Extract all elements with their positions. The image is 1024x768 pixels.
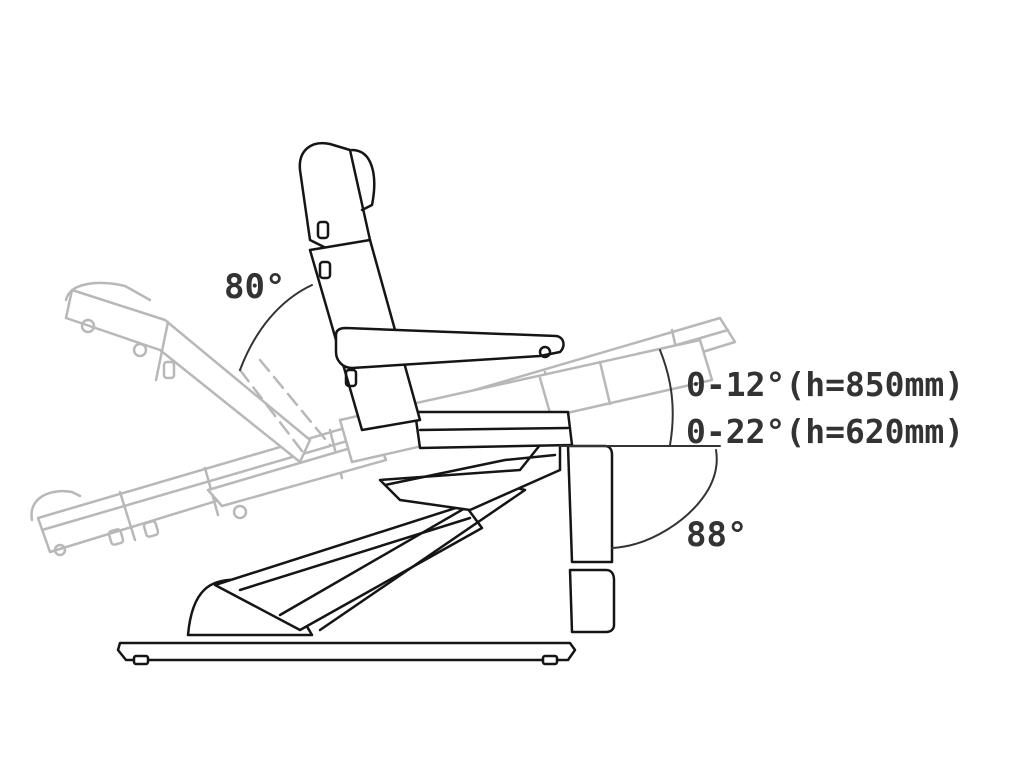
leg-support-upper	[566, 444, 614, 564]
reclined-ghost-positions	[30, 281, 737, 557]
base-plate	[116, 641, 577, 662]
seat-carriage	[378, 443, 562, 512]
leg-angle-label: 88°	[686, 515, 747, 555]
headrest-cushion	[350, 148, 376, 212]
backrest-angle-arc	[239, 284, 313, 371]
leg-angle-arc	[611, 449, 718, 549]
backrest-angle-label: 80°	[224, 267, 285, 307]
tilted-backrest-position	[64, 281, 332, 464]
armrest	[334, 326, 565, 370]
tilt-high-label: 0-12°(h=850mm)	[686, 365, 964, 404]
tilt-low-label: 0-22°(h=620mm)	[686, 412, 964, 451]
tilt-angle-arc	[659, 349, 674, 446]
angle-guides	[239, 284, 721, 549]
base-foot-right	[541, 654, 559, 666]
base-foot-left	[132, 654, 150, 666]
backrest-upper	[298, 141, 372, 252]
leg-support-lower	[568, 568, 616, 634]
chair-upright-position	[116, 141, 616, 666]
